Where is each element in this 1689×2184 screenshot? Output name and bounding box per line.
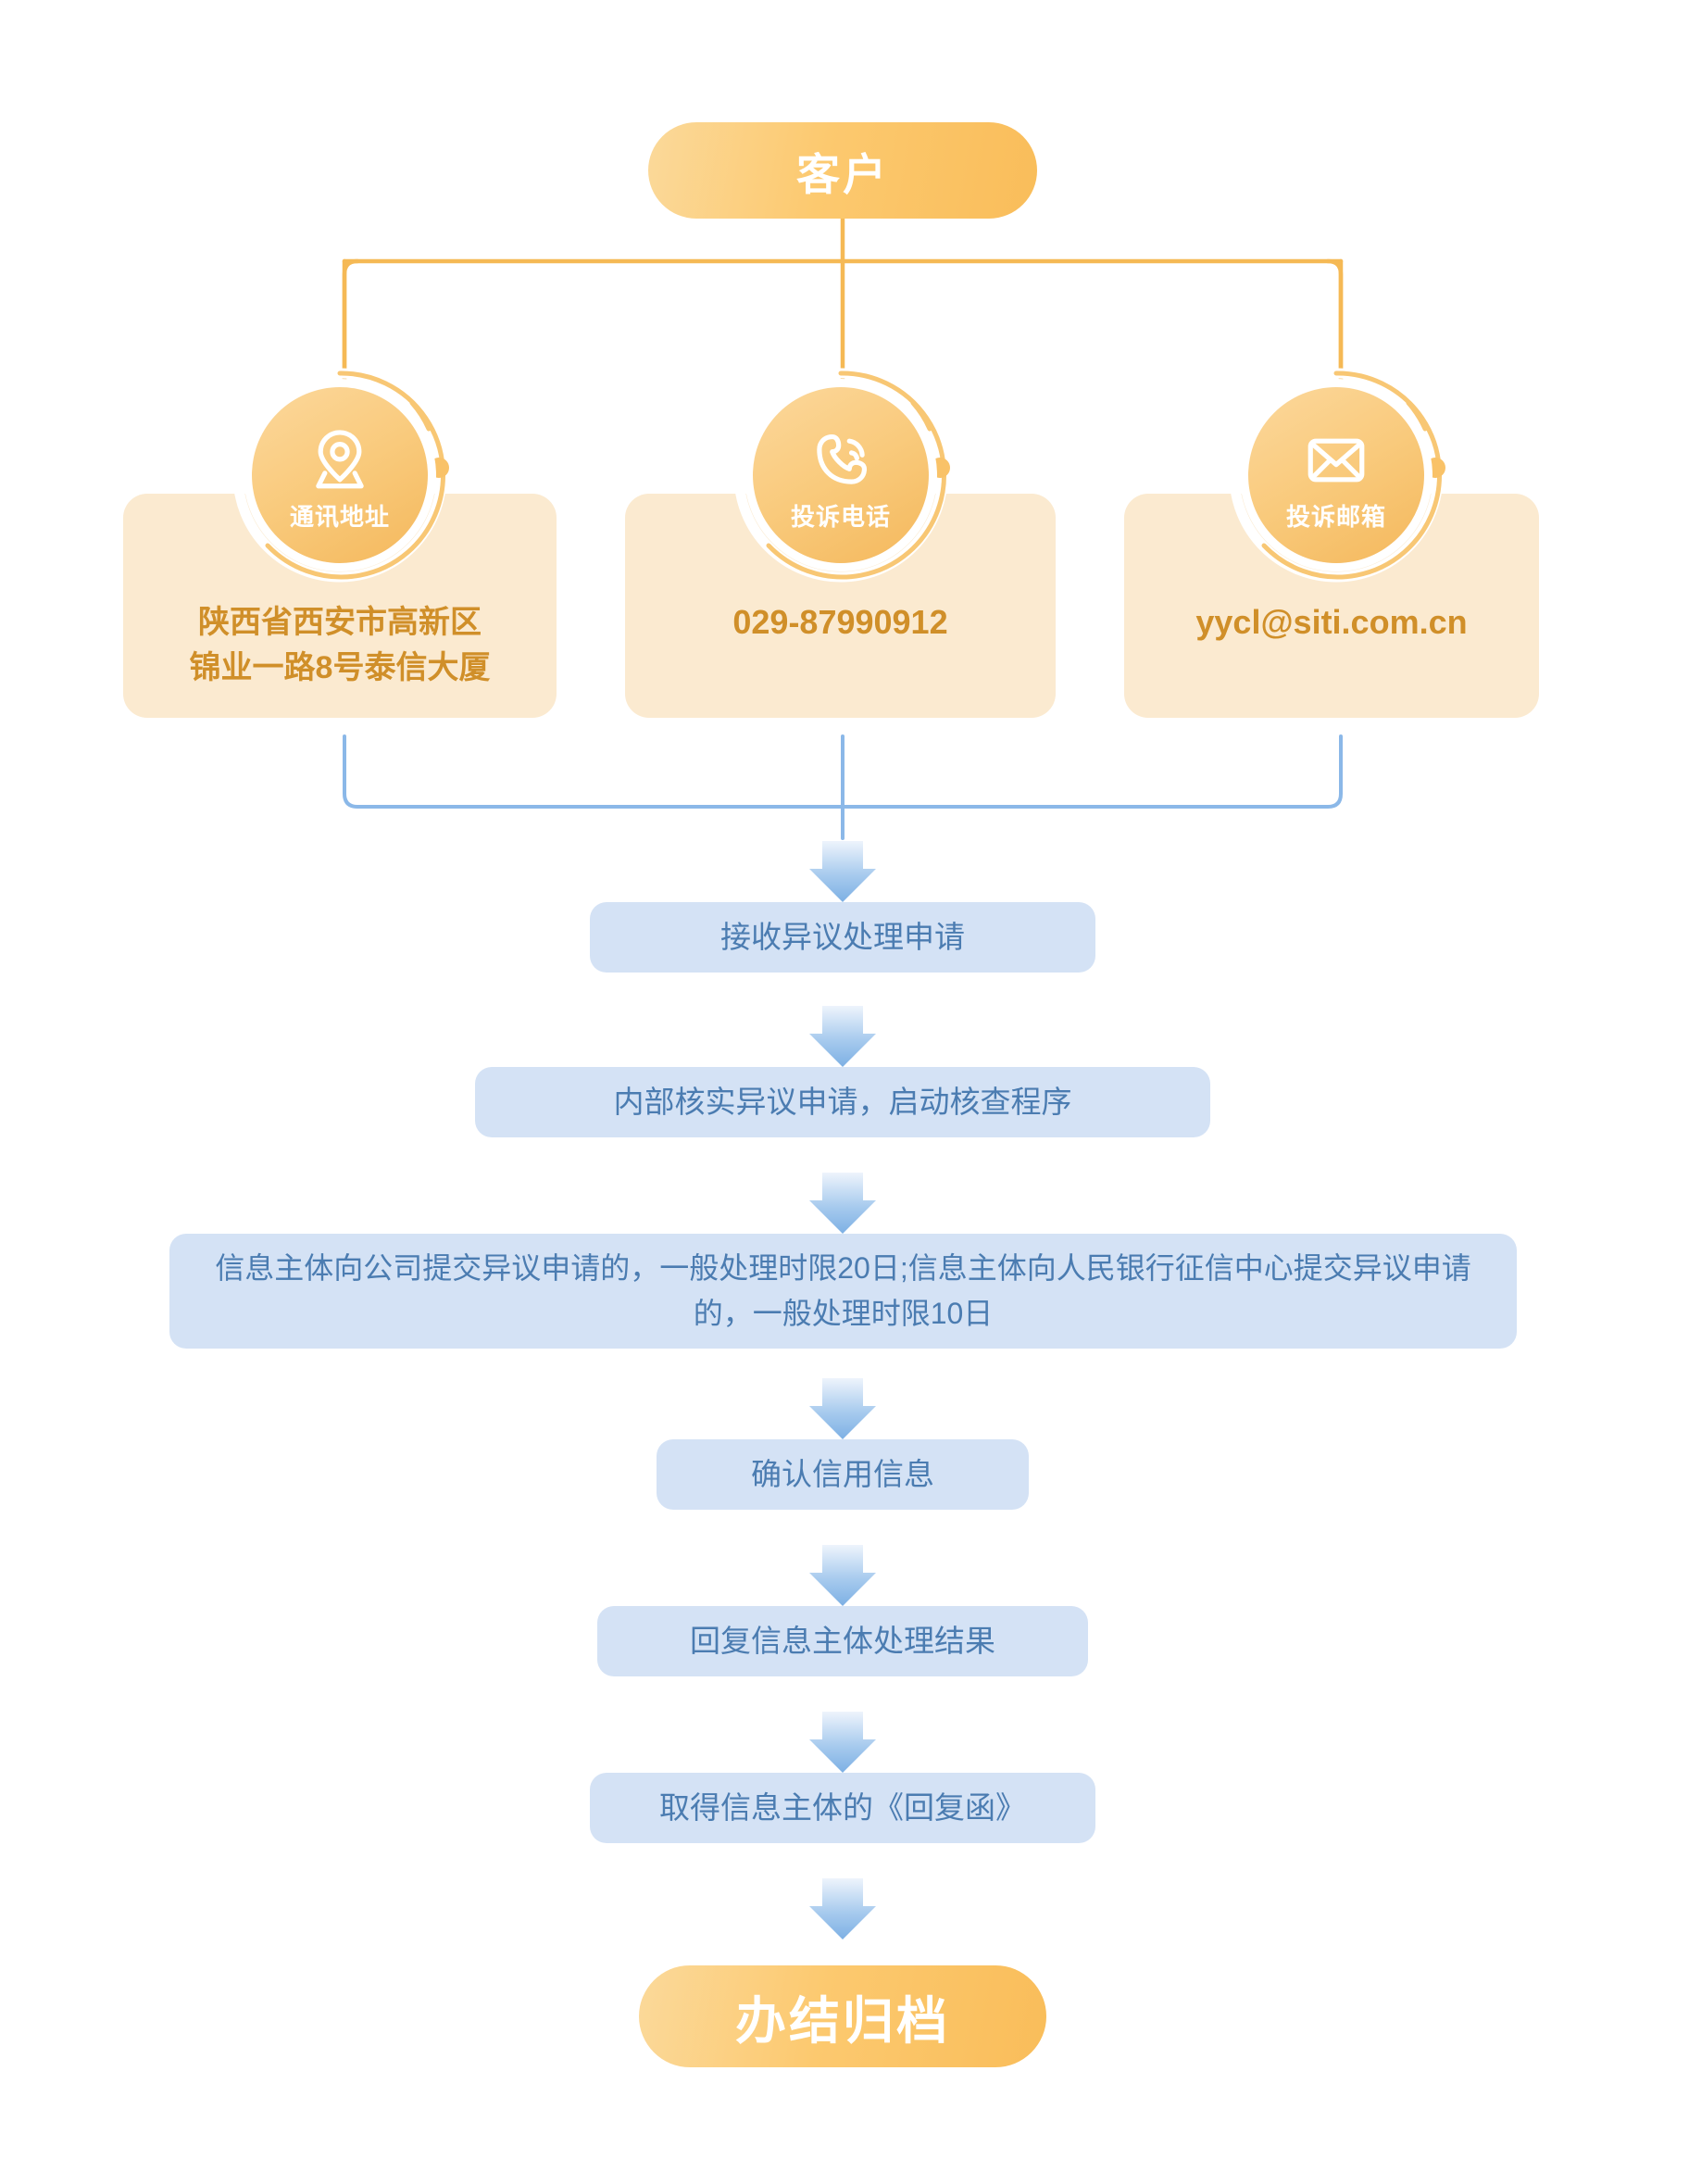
contact-badge-label-phone: 投诉电话 <box>790 502 891 531</box>
step-verify-label: 内部核实异议申请，启动核查程序 <box>613 1084 1072 1119</box>
badge-disc <box>1248 387 1424 563</box>
step-reply-letter: 取得信息主体的《回复函》 <box>590 1773 1095 1843</box>
flow-start-node: 客户 <box>648 122 1037 219</box>
step-reply: 回复信息主体处理结果 <box>597 1606 1088 1676</box>
step-time-limit-label: 信息主体向公司提交异议申请的，一般处理时限20日;信息主体向人民银行征信中心提交… <box>215 1251 1471 1330</box>
step-reply-letter-label: 取得信息主体的《回复函》 <box>659 1789 1026 1825</box>
step-time-limit: 信息主体向公司提交异议申请的，一般处理时限20日;信息主体向人民银行征信中心提交… <box>169 1234 1517 1349</box>
location-pin-icon <box>316 429 364 488</box>
contact-badge-label-address: 通讯地址 <box>289 502 390 531</box>
envelope-icon <box>1307 438 1365 482</box>
step-reply-label: 回复信息主体处理结果 <box>690 1623 995 1658</box>
badge-disc <box>252 387 428 563</box>
step-receive: 接收异议处理申请 <box>590 902 1095 973</box>
step-confirm: 确认信用信息 <box>657 1439 1029 1510</box>
step-confirm-label: 确认信用信息 <box>751 1456 934 1491</box>
contact-badge-email: 投诉邮箱 <box>1227 366 1445 584</box>
contact-badge-address: 通讯地址 <box>231 366 449 584</box>
flow-end-label: 办结归档 <box>734 1992 950 2050</box>
contact-address-value: 陕西省西安市高新区 锦业一路8号泰信大厦 <box>189 605 491 685</box>
phone-call-icon <box>817 433 868 484</box>
flow-start-label: 客户 <box>796 149 889 199</box>
step-receive-label: 接收异议处理申请 <box>720 919 965 954</box>
flow-end-node: 办结归档 <box>639 1965 1046 2067</box>
badge-ring-arc <box>232 368 449 583</box>
contact-phone-value: 029-87990912 <box>732 602 948 641</box>
contact-badge-phone: 投诉电话 <box>732 366 950 584</box>
contact-badge-label-email: 投诉邮箱 <box>1285 502 1386 531</box>
step-verify: 内部核实异议申请，启动核查程序 <box>475 1067 1210 1137</box>
badge-ring-arc <box>733 368 950 583</box>
badge-disc <box>753 387 929 563</box>
badge-ring-arc <box>1229 368 1445 583</box>
contact-email-value: yycl@siti.com.cn <box>1195 602 1468 641</box>
